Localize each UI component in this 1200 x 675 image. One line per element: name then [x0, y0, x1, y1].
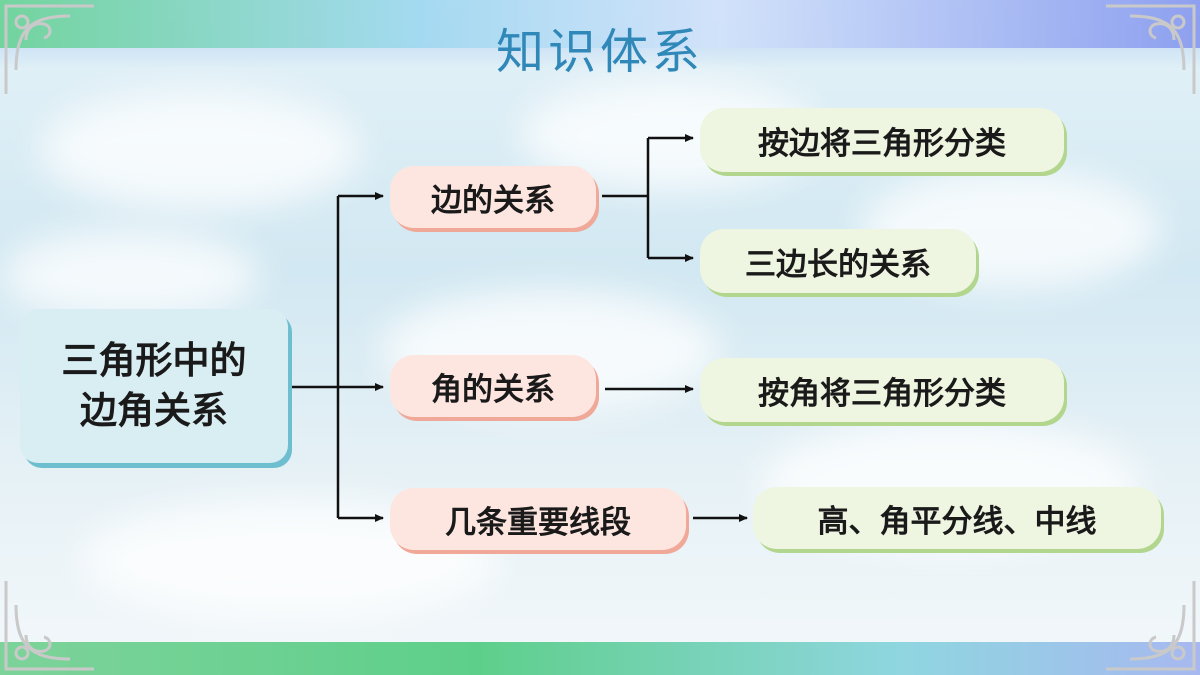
cloud-decoration — [40, 90, 360, 210]
root-node-line-1: 三角形中的 — [61, 339, 247, 382]
leaf-node: 按边将三角形分类 — [700, 108, 1064, 172]
corner-ornament-top-right — [1106, 4, 1196, 94]
branch-node: 角的关系 — [390, 355, 596, 417]
corner-ornament-top-left — [4, 4, 94, 94]
leaf-node: 按角将三角形分类 — [700, 358, 1064, 422]
cloud-decoration — [0, 230, 260, 320]
branch-node: 几条重要线段 — [390, 488, 686, 550]
corner-ornament-bottom-left — [4, 581, 94, 671]
root-node: 三角形中的 边角关系 — [20, 309, 288, 463]
branch-node: 边的关系 — [390, 166, 596, 228]
top-banner — [0, 0, 1200, 68]
slide-title: 知识体系 — [495, 24, 704, 80]
root-node-line-2: 边角关系 — [80, 389, 228, 432]
leaf-node: 三边长的关系 — [700, 229, 976, 293]
leaf-node: 高、角平分线、中线 — [753, 487, 1161, 549]
corner-ornament-bottom-right — [1106, 581, 1196, 671]
bottom-banner — [0, 642, 1200, 675]
